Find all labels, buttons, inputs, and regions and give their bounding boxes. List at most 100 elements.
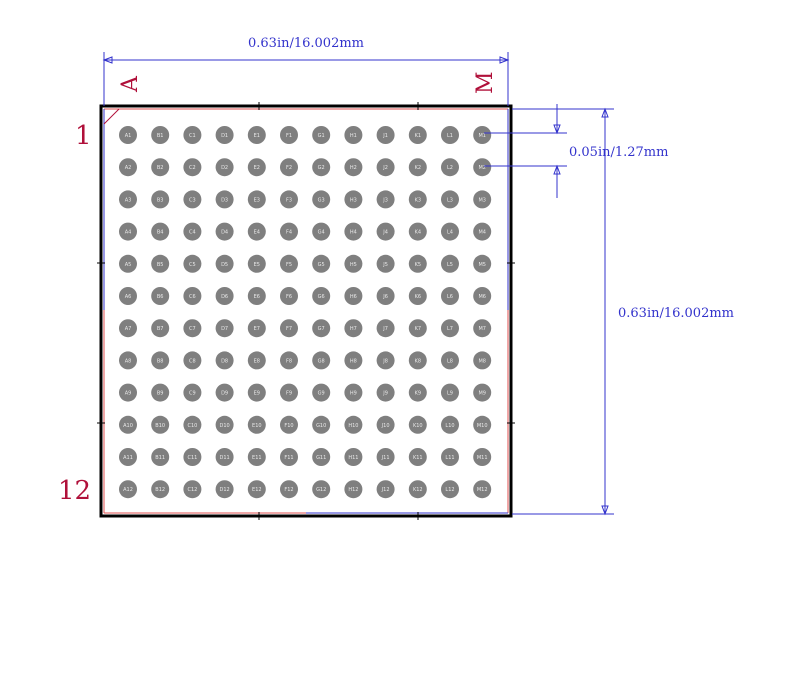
ball-A10: A10 bbox=[119, 415, 137, 434]
ball-label: M10 bbox=[477, 423, 488, 429]
ball-M6: M6 bbox=[473, 287, 492, 305]
ball-label: E10 bbox=[252, 423, 262, 429]
ball-pad bbox=[215, 480, 234, 499]
ball-label: E7 bbox=[254, 326, 260, 332]
ball-F9: F9 bbox=[280, 383, 298, 402]
ball-pad bbox=[151, 448, 170, 466]
ball-A5: A5 bbox=[119, 254, 137, 273]
ball-C1: C1 bbox=[183, 126, 202, 144]
ball-label: E8 bbox=[254, 358, 260, 364]
ball-G3: G3 bbox=[312, 190, 331, 209]
ball-pad bbox=[408, 287, 427, 305]
ball-label: B9 bbox=[157, 391, 164, 397]
ball-label: F7 bbox=[286, 326, 292, 332]
ball-D12: D12 bbox=[215, 480, 234, 499]
ball-E4: E4 bbox=[247, 222, 266, 241]
ball-pad bbox=[280, 287, 298, 305]
ball-label: H11 bbox=[348, 455, 358, 461]
ball-pad bbox=[151, 222, 170, 241]
ball-label: H6 bbox=[350, 294, 357, 300]
ball-pad bbox=[473, 448, 492, 466]
ball-pad bbox=[344, 287, 363, 305]
ball-G10: G10 bbox=[312, 415, 331, 434]
ball-label: C8 bbox=[189, 358, 196, 364]
ball-L6: L6 bbox=[441, 287, 459, 305]
ball-pad bbox=[376, 351, 395, 370]
ball-pad bbox=[376, 190, 395, 209]
ball-pad bbox=[215, 415, 234, 434]
ball-pad bbox=[119, 222, 137, 241]
ball-pad bbox=[408, 190, 427, 209]
ball-pad bbox=[247, 383, 266, 402]
ball-label: L10 bbox=[445, 423, 454, 429]
ball-pad bbox=[312, 254, 331, 273]
ball-B11: B11 bbox=[151, 448, 170, 466]
ball-J12: J12 bbox=[376, 480, 395, 499]
ball-label: D4 bbox=[221, 230, 228, 236]
ball-C2: C2 bbox=[183, 158, 202, 177]
ball-pad bbox=[376, 415, 395, 434]
ball-pad bbox=[408, 415, 427, 434]
ball-label: J9 bbox=[382, 391, 388, 397]
ball-pad bbox=[215, 448, 234, 466]
ball-M7: M7 bbox=[473, 319, 492, 338]
ball-pad bbox=[441, 222, 459, 241]
ball-L8: L8 bbox=[441, 351, 459, 370]
ball-A11: A11 bbox=[119, 448, 137, 466]
ball-label: M12 bbox=[477, 487, 488, 493]
ball-pad bbox=[312, 319, 331, 338]
ball-label: J12 bbox=[381, 487, 390, 493]
ball-label: B4 bbox=[157, 230, 164, 236]
ball-label: D3 bbox=[221, 197, 228, 203]
ball-F11: F11 bbox=[280, 448, 298, 466]
ball-label: B12 bbox=[155, 487, 165, 493]
ball-label: A9 bbox=[125, 391, 132, 397]
ball-label: D11 bbox=[219, 455, 229, 461]
ball-label: L11 bbox=[445, 455, 454, 461]
ball-pad bbox=[280, 480, 298, 499]
ball-C7: C7 bbox=[183, 319, 202, 338]
ball-pad bbox=[441, 351, 459, 370]
ball-label: H4 bbox=[350, 230, 357, 236]
ball-E2: E2 bbox=[247, 158, 266, 177]
ball-label: F6 bbox=[286, 294, 292, 300]
ball-G9: G9 bbox=[312, 383, 331, 402]
ball-A9: A9 bbox=[119, 383, 137, 402]
ball-C10: C10 bbox=[183, 415, 202, 434]
ball-label: E6 bbox=[254, 294, 260, 300]
ball-label: F5 bbox=[286, 262, 292, 268]
ball-pad bbox=[119, 254, 137, 273]
ball-label: A12 bbox=[123, 487, 133, 493]
ball-K10: K10 bbox=[408, 415, 427, 434]
ball-G4: G4 bbox=[312, 222, 331, 241]
ball-label: L4 bbox=[447, 230, 453, 236]
ball-pad bbox=[473, 190, 492, 209]
ball-label: M2 bbox=[478, 165, 486, 171]
ball-pad bbox=[215, 222, 234, 241]
ball-label: K8 bbox=[415, 358, 421, 364]
ball-pad bbox=[247, 319, 266, 338]
ball-H5: H5 bbox=[344, 254, 363, 273]
ball-pad bbox=[215, 158, 234, 177]
ball-pad bbox=[441, 480, 459, 499]
ball-D8: D8 bbox=[215, 351, 234, 370]
ball-C5: C5 bbox=[183, 254, 202, 273]
ball-pad bbox=[408, 158, 427, 177]
ball-F7: F7 bbox=[280, 319, 298, 338]
ball-pad bbox=[151, 383, 170, 402]
ball-label: H1 bbox=[350, 133, 357, 139]
ball-label: K1 bbox=[415, 133, 421, 139]
ball-pad bbox=[408, 126, 427, 144]
ball-K8: K8 bbox=[408, 351, 427, 370]
ball-J9: J9 bbox=[376, 383, 395, 402]
ball-G6: G6 bbox=[312, 287, 331, 305]
ball-pad bbox=[183, 190, 202, 209]
ball-pad bbox=[344, 222, 363, 241]
ball-label: H5 bbox=[350, 262, 357, 268]
ball-J10: J10 bbox=[376, 415, 395, 434]
ball-D1: D1 bbox=[215, 126, 234, 144]
ball-label: C9 bbox=[189, 391, 196, 397]
package-outline bbox=[97, 102, 515, 520]
ball-K3: K3 bbox=[408, 190, 427, 209]
ball-D4: D4 bbox=[215, 222, 234, 241]
